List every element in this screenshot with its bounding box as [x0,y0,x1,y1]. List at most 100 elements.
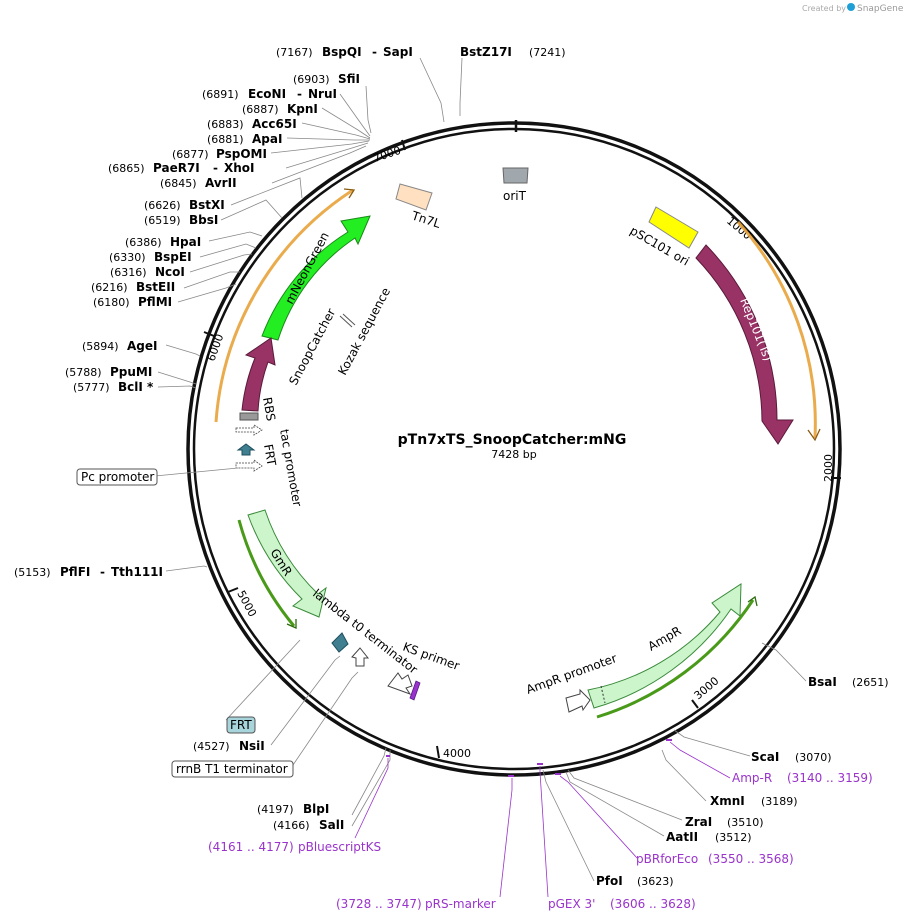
leader-6180 [177,283,237,303]
primer-amp-r[interactable]: Amp-R (3140 .. 3159) [732,771,873,785]
enzyme-3510[interactable]: ZraI (3510) [685,815,764,829]
tick-label-3000: 3000 [692,674,722,702]
enzyme-4527[interactable]: (4527) NsiI [193,739,265,753]
enzyme-6883[interactable]: (6883) Acc65I [207,117,297,131]
enzyme-4166[interactable]: (4166) SalI [273,818,344,832]
enzyme-pos-7241: (7241) [529,46,566,59]
enzyme-pos-6903: (6903) [293,73,330,86]
enzyme-3189[interactable]: XmnI (3189) [710,794,798,808]
leader-3512 [565,771,665,837]
enzyme-pos-6877: (6877) [172,148,209,161]
mneon-green-arrow[interactable] [261,215,371,341]
enzyme-pos-6891: (6891) [202,88,239,101]
primer-name-pbr: pBRforEco [636,852,698,866]
enzyme-5777[interactable]: (5777) BclI * [73,380,154,394]
lambda-t0-label: lambda t0 terminator [310,586,420,676]
enzyme-6881[interactable]: (6881) ApaI [207,132,282,146]
enzyme-name-bsteii: BstEII [136,280,175,294]
ks-primer-icon[interactable] [387,672,413,695]
enzyme-pos-6180: (6180) [93,296,130,309]
primer-name-prs: pRS-marker [425,897,496,911]
primer-range-pbs: (4161 .. 4177) [208,840,294,854]
enzyme-6845[interactable]: (6845) AvrII [160,176,237,190]
snoopcatcher-arrow[interactable] [241,337,276,412]
enzyme-6626[interactable]: (6626) BstXI [144,198,225,212]
pc-promoter-box[interactable] [76,468,158,486]
gmr-green-arc [237,519,296,627]
enzyme-6903[interactable]: (6903) SfiI [293,72,360,86]
rbs-block[interactable] [239,412,259,421]
primer-range-prs: (3728 .. 3747) [336,897,422,911]
enzyme-3512[interactable]: AatII (3512) [666,830,752,844]
enzyme-name-xmni: XmnI [710,794,745,808]
frt-lower-icon[interactable] [331,632,349,653]
ampr-green-arc [596,599,755,719]
enzyme-name-kpni: KpnI [287,102,318,116]
leader-4527 [270,655,341,746]
enzyme-sep-6891: - [297,87,302,101]
enzyme-name-aatii: AatII [666,830,698,844]
tn7l-block[interactable] [395,183,433,211]
ampr-promoter-icon[interactable] [565,688,591,713]
enzyme-6180[interactable]: (6180) PflMI [93,295,172,309]
enzyme-name-xhoi: XhoI [224,161,255,175]
psc101-ori-block[interactable] [648,206,699,249]
enzyme-7167[interactable]: (7167) BspQI - SapI [276,45,413,59]
enzyme-pos-6626: (6626) [144,199,181,212]
enzyme-pos-4527: (4527) [193,740,230,753]
pc-promoter-leader [154,467,239,477]
primer-leader-pbr [559,775,638,859]
enzyme-2651[interactable]: BsaI (2651) [808,675,889,689]
frt-center-icon[interactable] [236,443,256,456]
enzyme-5153[interactable]: (5153) PflFI - Tth111I [14,565,163,579]
primer-name-pbs: pBluescriptKS [298,840,381,854]
tick-3000 [691,699,699,709]
tac-promoter-arrow[interactable] [235,424,263,436]
tick-1000 [750,224,758,233]
leader-6887 [321,107,371,139]
enzyme-6216[interactable]: (6216) BstEII [91,280,175,294]
enzyme-name-avrii: AvrII [205,176,237,190]
enzyme-pos-5777: (5777) [73,381,110,394]
leader-5153 [165,565,208,572]
leader-5788 [157,371,197,385]
enzyme-6386[interactable]: (6386) HpaI [125,235,201,249]
frt-lower-box[interactable] [226,716,256,734]
primer-pbluescriptks[interactable]: (4161 .. 4177) pBluescriptKS [208,840,381,854]
primer-prs-marker[interactable]: (3728 .. 3747) pRS-marker [336,897,496,911]
enzyme-6865[interactable]: (6865) PaeR7I - XhoI [108,161,255,175]
enzyme-name-bbsi: BbsI [189,213,218,227]
enzyme-6330[interactable]: (6330) BspEI [109,250,192,264]
enzyme-name-blpi: BlpI [303,802,329,816]
rep101-arrow[interactable] [695,244,794,445]
enzyme-3070[interactable]: ScaI (3070) [751,750,832,764]
gmr-arrow[interactable] [247,509,327,618]
leader-6881 [286,137,370,141]
snoopcatcher-label: SnoopCatcher [286,306,338,387]
primer-pgex[interactable]: pGEX 3' (3606 .. 3628) [548,897,696,911]
enzyme-name-sali: SalI [319,818,344,832]
enzyme-6316[interactable]: (6316) NcoI [110,265,185,279]
enzyme-7241[interactable]: BstZ17I (7241) [460,45,566,59]
enzyme-name-pfoi: PfoI [596,874,623,888]
rrnb-terminator-label: rrnB T1 terminator [176,762,288,776]
enzyme-3623[interactable]: PfoI (3623) [596,874,674,888]
enzyme-name-acc65i: Acc65I [252,117,297,131]
enzyme-4197[interactable]: (4197) BlpI [257,802,329,816]
rrnb-terminator-box[interactable] [171,760,294,778]
enzyme-sep-7167: - [372,45,377,59]
enzyme-5788[interactable]: (5788) PpuMI [65,365,152,379]
snapgene-brand: SnapGene [857,4,904,14]
enzyme-6887[interactable]: (6887) KpnI [242,102,318,116]
enzyme-6519[interactable]: (6519) BbsI [144,213,218,227]
enzyme-name-nsii: NsiI [239,739,265,753]
enzyme-sep-5153: - [100,565,105,579]
enzyme-pos-7167: (7167) [276,46,313,59]
enzyme-6877[interactable]: (6877) PspOMI [172,147,267,161]
lambda-t0-terminator-icon[interactable] [351,647,370,667]
backbone-inner-ring [192,127,836,771]
primer-pbrforeco[interactable]: pBRforEco (3550 .. 3568) [636,852,794,866]
enzyme-5894[interactable]: (5894) AgeI [82,339,157,353]
orit-block[interactable] [502,167,529,184]
enzyme-6891[interactable]: (6891) EcoNI - NruI [202,87,337,101]
